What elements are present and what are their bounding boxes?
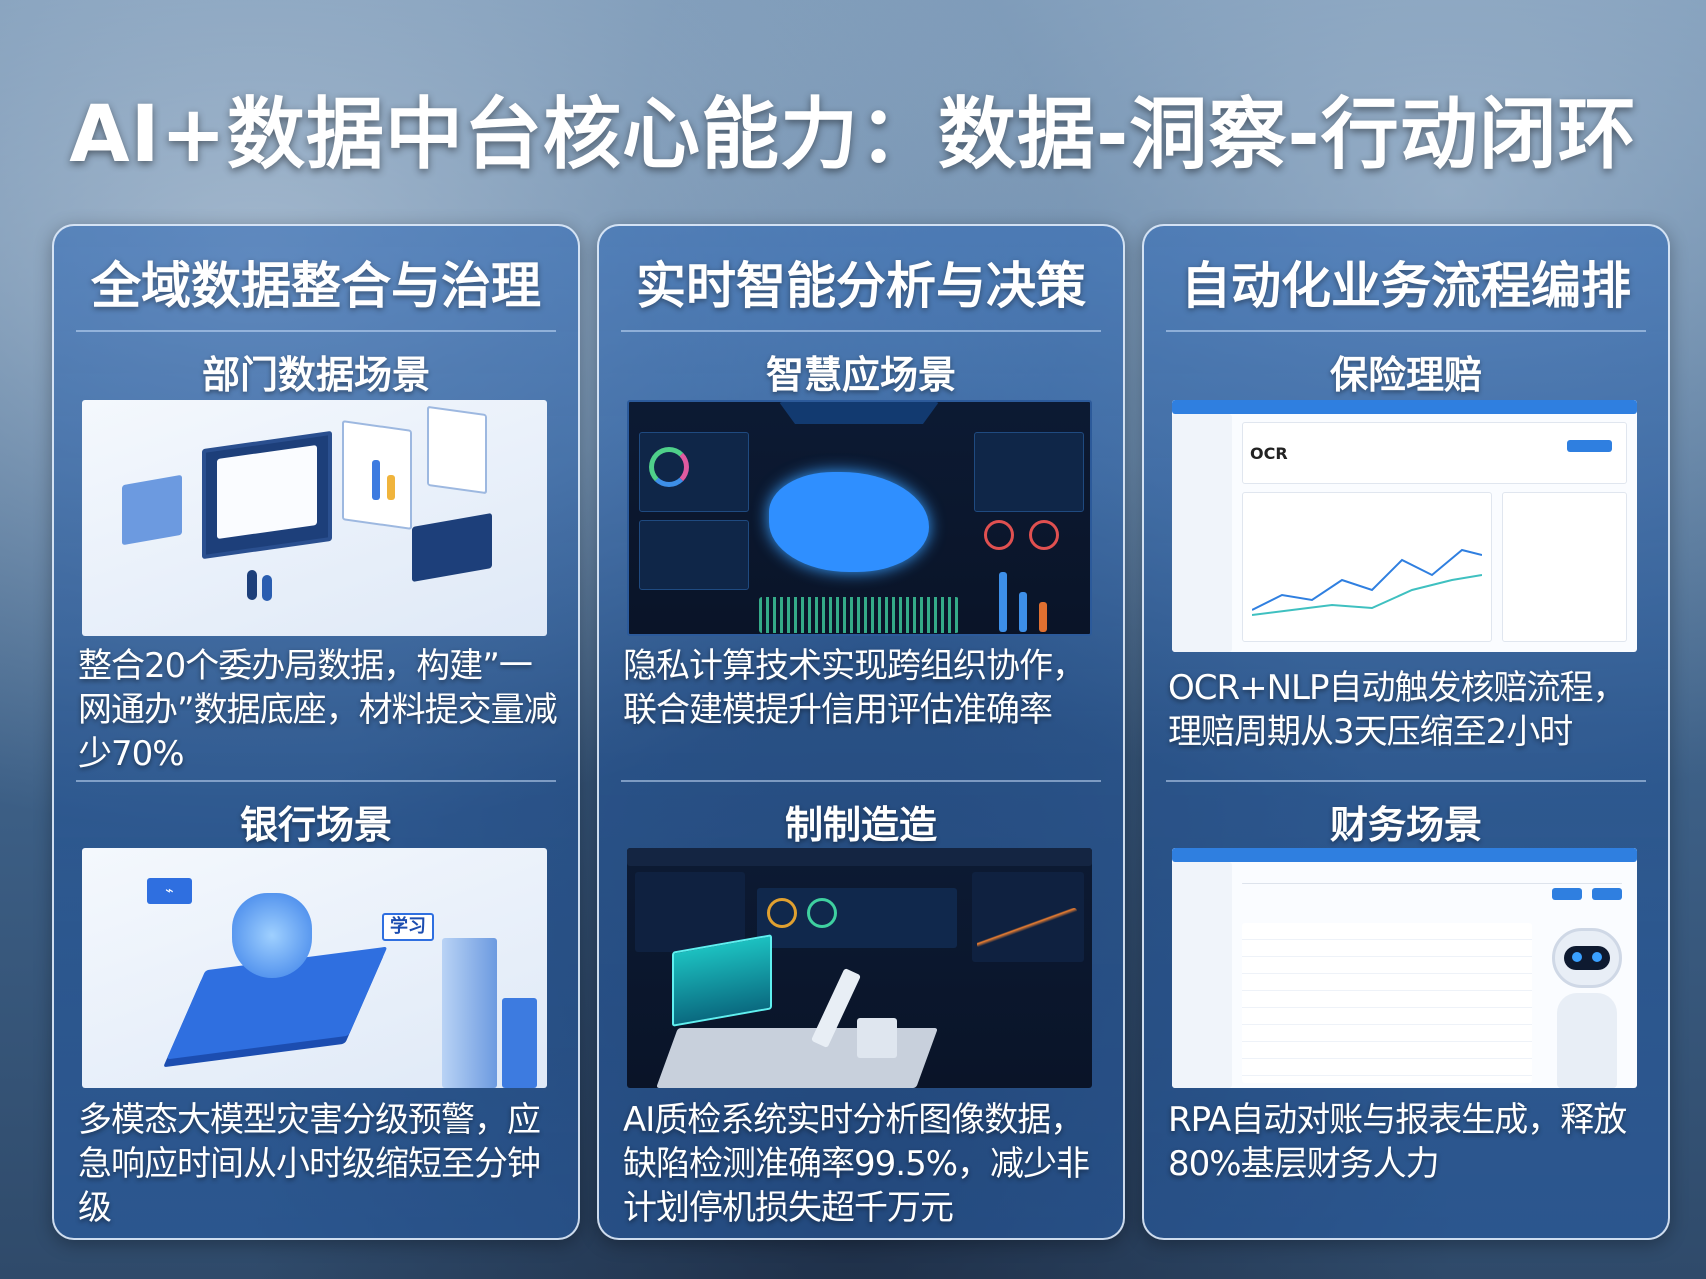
ocr-label: OCR xyxy=(1250,444,1288,463)
scene-title: 银行场景 xyxy=(239,803,392,847)
scene-title: 制制造造 xyxy=(784,803,937,847)
finance-rpa-app xyxy=(1172,848,1637,1088)
divider xyxy=(621,330,1101,332)
panel-heading: 全域数据整合与治理 xyxy=(91,257,541,315)
scene-title: 财务场景 xyxy=(1329,803,1482,847)
smart-city-dashboard xyxy=(627,400,1092,636)
panel-realtime-analysis: 实时智能分析与决策 智慧应场景 隐私计算技术实现跨组织协作，联合建模提升信用评估… xyxy=(597,224,1125,1240)
insurance-claims-app: OCR xyxy=(1172,400,1637,652)
scene-description: 整合20个委办局数据，构建”一网通办”数据底座，材料提交量减少70% xyxy=(78,646,558,774)
scene-description: AI质检系统实时分析图像数据，缺陷检测准确率99.5%，减少非计划停机损失超千万… xyxy=(623,1100,1090,1228)
scene-description: OCR+NLP自动触发核赔流程，理赔周期从3天压缩至2小时 xyxy=(1168,668,1627,752)
divider xyxy=(76,330,556,332)
scene-description: 隐私计算技术实现跨组织协作，联合建模提升信用评估准确率 xyxy=(623,646,1086,730)
panel-heading: 自动化业务流程编排 xyxy=(1181,257,1631,315)
scene-description: 多模态大模型灾害分级预警，应急响应时间从小时级缩短至分钟级 xyxy=(78,1100,541,1228)
divider xyxy=(1166,780,1646,782)
line-chart-icon xyxy=(1252,548,1482,616)
department-data-illustration xyxy=(82,400,547,636)
divider xyxy=(1166,330,1646,332)
manufacturing-dashboard xyxy=(627,848,1092,1088)
scene-title: 智慧应场景 xyxy=(765,353,956,397)
scene-description: RPA自动对账与报表生成，释放80%基层财务人力 xyxy=(1168,1100,1627,1184)
panel-data-integration: 全域数据整合与治理 部门数据场景 整合20个委办局数据，构建”一网通办”数据底座… xyxy=(52,224,580,1240)
panel-process-automation: 自动化业务流程编排 保险理赔 OCR OCR+NLP自动触发核赔流程，理赔周期从… xyxy=(1142,224,1670,1240)
divider xyxy=(76,780,556,782)
divider xyxy=(621,780,1101,782)
page-title: AI+数据中台核心能力：数据-洞察-行动闭环 xyxy=(69,90,1637,180)
scene-title: 部门数据场景 xyxy=(201,353,430,397)
bank-illustration: ⌁ 学习 xyxy=(82,848,547,1088)
image-label: 学习 xyxy=(382,913,434,941)
scene-title: 保险理赔 xyxy=(1329,353,1482,397)
chart-tag-icon: ⌁ xyxy=(147,878,192,904)
panel-heading: 实时智能分析与决策 xyxy=(636,257,1086,315)
